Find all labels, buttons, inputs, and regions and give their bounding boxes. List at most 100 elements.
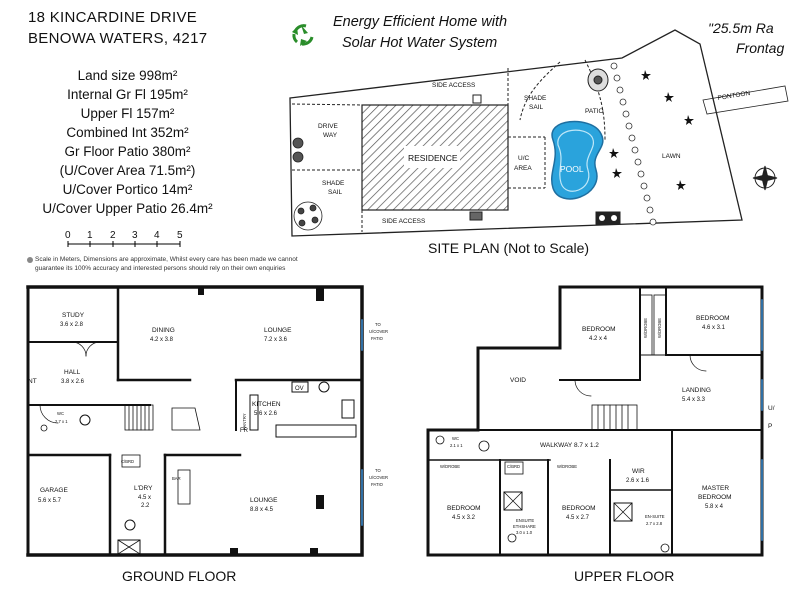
to-patio-label: U/COVER <box>369 329 388 334</box>
stat-internal-ground: Internal Gr Fl 195m² <box>67 87 188 102</box>
room-dimension: 4.5 x <box>138 495 151 501</box>
room-dimension: 7.2 x 3.6 <box>264 337 288 343</box>
room-label: BEDROOM <box>582 326 616 333</box>
room-label: WC <box>452 436 459 441</box>
residence-label: RESIDENCE <box>408 153 458 163</box>
cupboard-label: C/BRD <box>507 464 520 469</box>
ensuite-label: ENSUITE <box>516 518 534 523</box>
entry-label: NT <box>28 378 37 385</box>
room-dimension: 3.8 x 2.6 <box>61 379 85 385</box>
wardrobe-label: W/DROBE <box>440 464 460 469</box>
stat-undercover-area: (U/Cover Area 71.5m²) <box>59 163 196 178</box>
room-dimension: 5.6 x 2.6 <box>254 411 278 417</box>
site-plan-labels: SIDE ACCESS SIDE ACCESS DRIVE WAY SHADE … <box>318 82 751 225</box>
to-patio-label: PATIO <box>371 482 384 487</box>
room-label: STUDY <box>62 312 85 319</box>
scale-tick: 5 <box>177 230 183 241</box>
room-dimension: 2.1 x 1 <box>450 443 463 448</box>
room-label: L'DRY <box>134 485 153 492</box>
room-label: LOUNGE <box>264 327 292 334</box>
room-dimension: 4.2 x 3.8 <box>150 337 174 343</box>
room-label: GARAGE <box>40 487 68 494</box>
stat-upper-floor: Upper Fl 157m² <box>80 106 175 121</box>
cupboard-label: C/BRD <box>121 459 134 464</box>
room-label: DINING <box>152 327 175 334</box>
room-label: BEDROOM <box>698 494 732 501</box>
drive-way-label: WAY <box>323 132 338 139</box>
scale-tick: 1 <box>87 230 93 241</box>
site-plan-caption: SITE PLAN (Not to Scale) <box>428 240 590 256</box>
room-dimension: 4.5 x 3.2 <box>452 515 476 521</box>
room-label: BEDROOM <box>696 315 730 322</box>
recycle-icon <box>292 24 314 46</box>
room-dimension: 8.8 x 4.5 <box>250 507 274 513</box>
disclaimer-line-1: Scale in Meters, Dimensions are approxim… <box>35 256 298 263</box>
stat-land-size: Land size 998m² <box>77 68 178 83</box>
room-dimension: 2.7 x 2.8 <box>646 521 663 526</box>
shade-sail-label: SHADE <box>524 95 547 102</box>
stat-undercover-portico: U/Cover Portico 14m² <box>62 182 193 197</box>
ground-floor-caption: GROUND FLOOR <box>122 568 237 584</box>
pantry-label: PANTRY <box>242 413 247 430</box>
to-patio-label: TO <box>375 468 381 473</box>
ground-floor-labels: STUDY 3.6 x 2.8 DINING 4.2 x 3.8 LOUNGE … <box>28 312 388 513</box>
room-dimension: 5.6 x 5.7 <box>38 498 62 504</box>
room-label: MASTER <box>702 485 729 492</box>
patio-label: PATIO <box>585 108 604 115</box>
shade-sail-label: SHADE <box>322 180 345 187</box>
side-access-bottom-label: SIDE ACCESS <box>382 218 426 225</box>
shade-sail-label: SAIL <box>529 104 543 111</box>
ground-floor-plan <box>26 285 364 557</box>
upper-patio-label: U/ <box>768 405 775 412</box>
oven-label: OV <box>295 386 304 392</box>
room-dimension: 2.2 <box>141 503 150 509</box>
address-line-2: BENOWA WATERS, 4217 <box>28 30 208 47</box>
address-line-1: 18 KINCARDINE DRIVE <box>28 9 198 26</box>
stat-combined-internal: Combined Int 352m² <box>66 125 189 140</box>
drive-way-label: DRIVE <box>318 123 339 130</box>
wardrobe-label: W/DROBE <box>557 464 577 469</box>
side-access-top-label: SIDE ACCESS <box>432 82 476 89</box>
scale-tick: 3 <box>132 230 138 241</box>
uc-area-label: AREA <box>514 165 532 172</box>
room-label: BEDROOM <box>562 505 596 512</box>
headline-line-2: Solar Hot Water System <box>342 35 498 51</box>
room-dimension: 5.4 x 3.3 <box>682 397 706 403</box>
room-label: BEDROOM <box>447 505 481 512</box>
upper-floor-plan <box>426 285 764 557</box>
room-dimension: 4.5 x 2.7 <box>566 515 590 521</box>
headline-line-1: Energy Efficient Home with <box>333 14 508 30</box>
shade-sail-label: SAIL <box>328 189 342 196</box>
palm-icon <box>609 70 694 190</box>
lawn-label: LAWN <box>662 153 681 160</box>
room-dimension: 4.2 x 4 <box>589 336 608 342</box>
room-dimension: 2.7 x 1 <box>55 419 68 424</box>
pool-label: POOL <box>560 164 584 174</box>
frontage-line-1: "25.5m Ra <box>708 20 774 36</box>
scale-tick: 0 <box>65 230 71 241</box>
fridge-label: FR <box>240 428 249 434</box>
room-dimension: 3.6 x 2.8 <box>60 322 84 328</box>
info-icon <box>27 257 33 263</box>
ensuite-label: ETHSHARE <box>513 524 536 529</box>
pontoon-label: PONTOON <box>717 90 751 102</box>
upper-patio-label: P <box>768 423 772 430</box>
to-patio-label: PATIO <box>371 336 384 341</box>
room-dimension: 2.6 x 1.6 <box>626 478 650 484</box>
room-label: LOUNGE <box>250 497 278 504</box>
upper-floor-labels: BEDROOM 4.2 x 4 BEDROOM 4.6 x 3.1 W/DROB… <box>440 315 775 535</box>
to-patio-label: TO <box>375 322 381 327</box>
uc-area-label: U/C <box>518 155 530 162</box>
room-label: WIR <box>632 468 645 475</box>
compass-icon <box>752 165 778 191</box>
bar-label: BAR <box>172 476 181 481</box>
scale-tick: 2 <box>110 230 116 241</box>
upper-floor-caption: UPPER FLOOR <box>574 568 675 584</box>
scale-bar: 0 1 2 3 4 5 <box>65 230 183 247</box>
room-label: HALL <box>64 369 81 376</box>
room-dimension: 5.8 x 4 <box>705 504 724 510</box>
disclaimer-line-2: guarantee its 100% accuracy and interest… <box>35 265 286 272</box>
room-label: KITCHEN <box>252 401 281 408</box>
wardrobe-label: W/DROBE <box>657 318 662 338</box>
